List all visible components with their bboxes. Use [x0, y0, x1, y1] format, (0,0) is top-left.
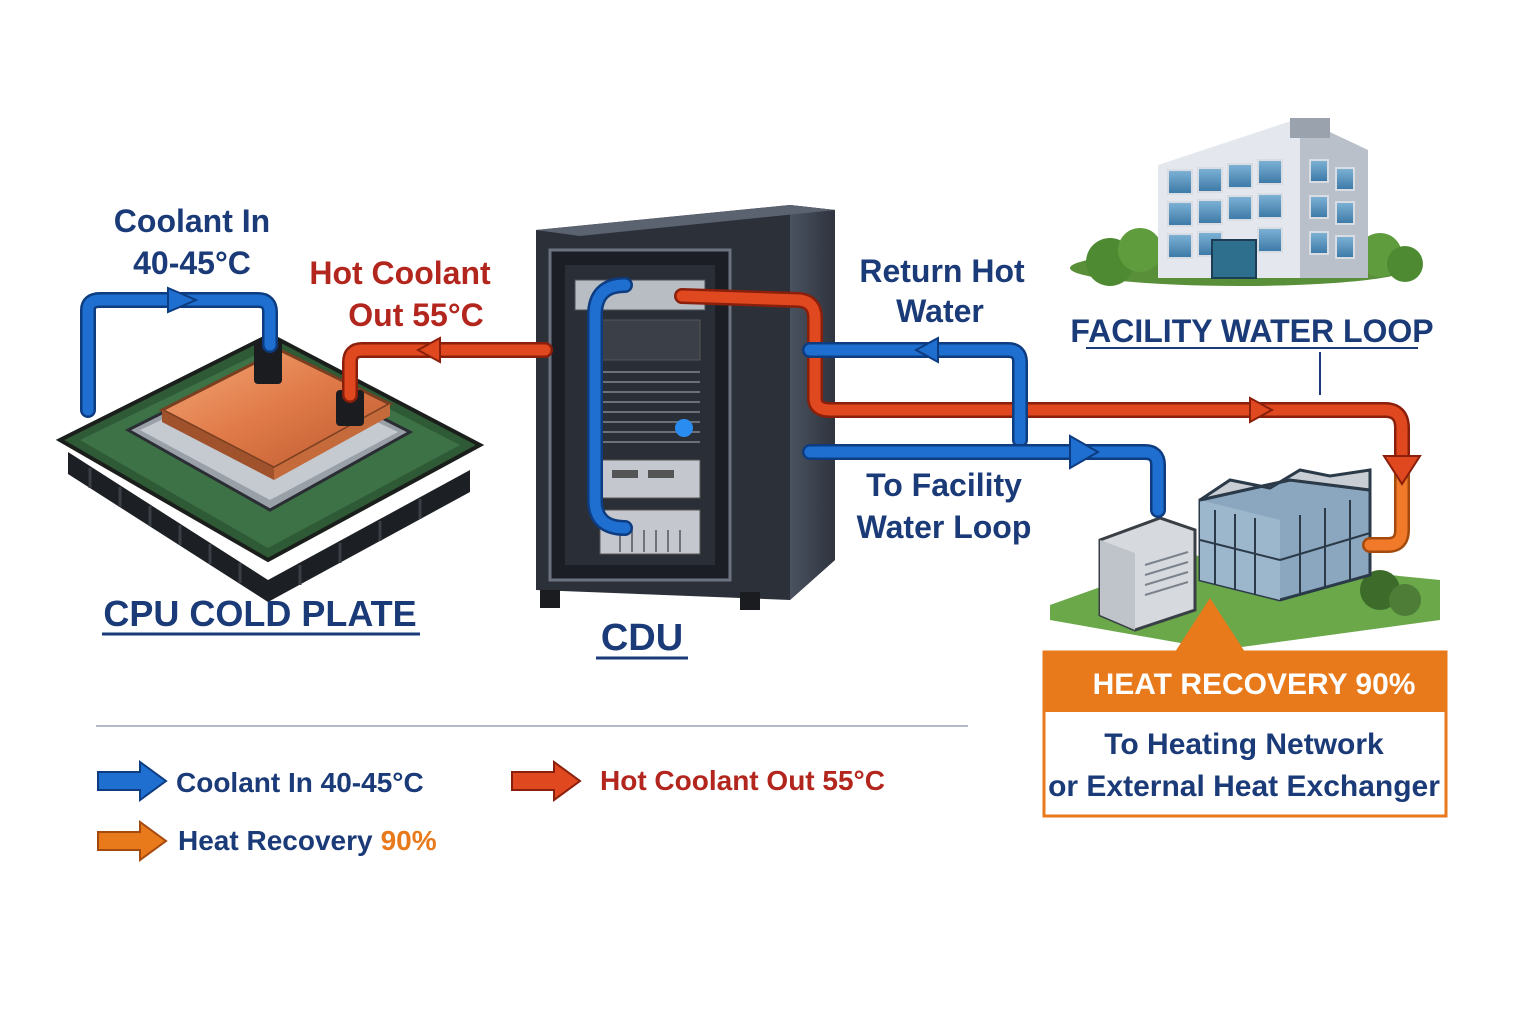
hot-out-label-line1: Hot Coolant — [309, 255, 491, 291]
heat-box-pointer — [1175, 598, 1245, 652]
legend-heat-recovery-label: Heat Recovery 90% — [178, 825, 437, 856]
legend-hot-out: Hot Coolant Out 55°C — [511, 760, 885, 802]
heat-box-title: HEAT RECOVERY 90% — [1093, 668, 1416, 701]
legend-coolant-in: Coolant In 40-45°C — [97, 760, 424, 802]
heat-recovery-box: HEAT RECOVERY 90% To Heating Network or … — [1042, 598, 1448, 818]
coolant-in-label-line2: 40-45°C — [133, 245, 251, 281]
pipes — [80, 277, 1410, 553]
heat-exchanger-plant — [1050, 468, 1440, 650]
legend-heat-recovery-text: Heat Recovery — [178, 825, 373, 856]
hot-out-label-line2: Out 55°C — [348, 297, 483, 333]
return-hot-label-line1: Return Hot — [859, 253, 1025, 289]
to-facility-label-line2: Water Loop — [857, 509, 1032, 545]
facility-loop-title: FACILITY WATER LOOP — [1070, 313, 1433, 349]
orange-arrow-icon — [97, 820, 168, 862]
flow-arrows — [167, 286, 1422, 486]
red-arrow-icon — [511, 760, 582, 802]
coolant-in-label-line1: Coolant In — [114, 203, 270, 239]
heat-box-line1: To Heating Network — [1104, 728, 1384, 761]
cpu-cold-plate — [55, 332, 485, 602]
office-building — [1070, 118, 1423, 286]
return-hot-label-line2: Water — [896, 293, 984, 329]
heat-box-line2: or External Heat Exchanger — [1048, 770, 1440, 803]
cdu-rack — [536, 205, 835, 610]
to-facility-label-line1: To Facility — [866, 467, 1022, 503]
blue-arrow-icon — [97, 760, 168, 802]
legend-heat-recovery-value: 90% — [381, 825, 437, 856]
legend-coolant-in-label: Coolant In 40-45°C — [176, 767, 424, 798]
legend-hot-out-label: Hot Coolant Out 55°C — [600, 765, 885, 796]
cpu-cold-plate-title: CPU COLD PLATE — [103, 593, 416, 634]
cdu-title: CDU — [601, 617, 683, 659]
legend-heat-recovery: Heat Recovery 90% — [97, 820, 437, 862]
legend: Coolant In 40-45°C Hot Coolant Out 55°C … — [97, 760, 885, 862]
